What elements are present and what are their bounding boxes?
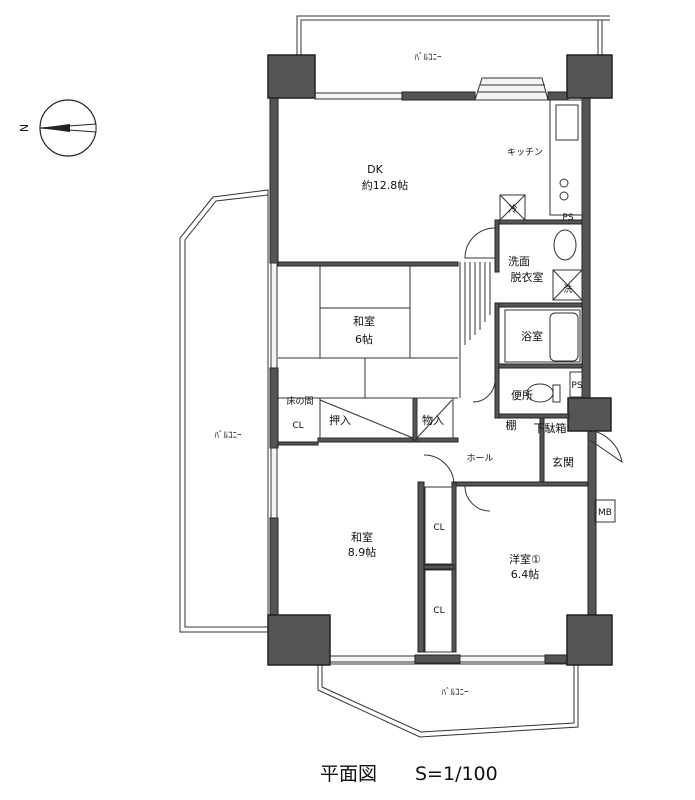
plan-scale: S=1/100 [415,763,498,785]
ps-mid-label: PS [571,381,582,391]
shelf-label: 棚 [506,418,517,432]
tokonoma-label: 床の間 [286,395,313,407]
bath-label: 浴室 [521,329,543,343]
interior-walls [277,219,589,653]
washer-box [552,269,583,301]
balcony-top-label: ﾊﾞﾙｺﾆｰ [414,52,442,63]
north-label: N [18,124,31,132]
oshiire-label: 押入 [329,413,351,427]
balcony-left-label: ﾊﾞﾙｺﾆｰ [214,430,242,441]
monoire-label: 物入 [422,413,444,427]
stove-burner [559,178,569,188]
balcony-bottom-label: ﾊﾞﾙｺﾆｰ [441,687,469,698]
washroom-label-1: 洗面 [508,255,530,268]
washroom-label-2: 脱衣室 [511,270,544,284]
cl-closets [424,486,453,653]
youshitsu-name: 洋室① [509,552,541,566]
cl-small-label: CL [292,421,303,431]
kitchen-label: キッチン [507,147,543,158]
toilet-label: 便所 [511,389,533,402]
washer-label: 洗 [563,283,572,295]
plan-title: 平面図 [320,763,377,785]
hatch [459,262,491,398]
columns [267,54,613,666]
compass-icon [39,99,97,157]
dk-name: DK [367,163,383,176]
tatami [278,266,458,399]
youshitsu-area: 6.4帖 [511,568,540,581]
balcony-bottom [317,663,579,738]
kitchen-counter [549,99,583,216]
bathtub [549,312,579,362]
balcony-left [179,189,269,633]
sink [553,229,577,261]
washitsu6-area: 6帖 [355,333,373,346]
washitsu89-area: 8.9帖 [348,546,377,559]
fridge-box [499,194,526,221]
balcony-top [296,15,610,58]
mb-label: MB [598,508,612,518]
exterior-walls [269,77,597,664]
entrance-label: 玄関 [552,455,574,469]
washitsu6-name: 和室 [353,314,375,328]
ps-top-label: PS [562,213,573,223]
shoe-box-label: 下駄箱 [534,421,567,435]
fridge-label: 冷 [508,203,517,215]
dk-area: 約12.8帖 [362,178,409,192]
washitsu89-name: 和室 [351,530,373,544]
hall-label: ホール [466,453,493,464]
cl2-label: CL [433,606,444,616]
cl1-label: CL [433,523,444,533]
